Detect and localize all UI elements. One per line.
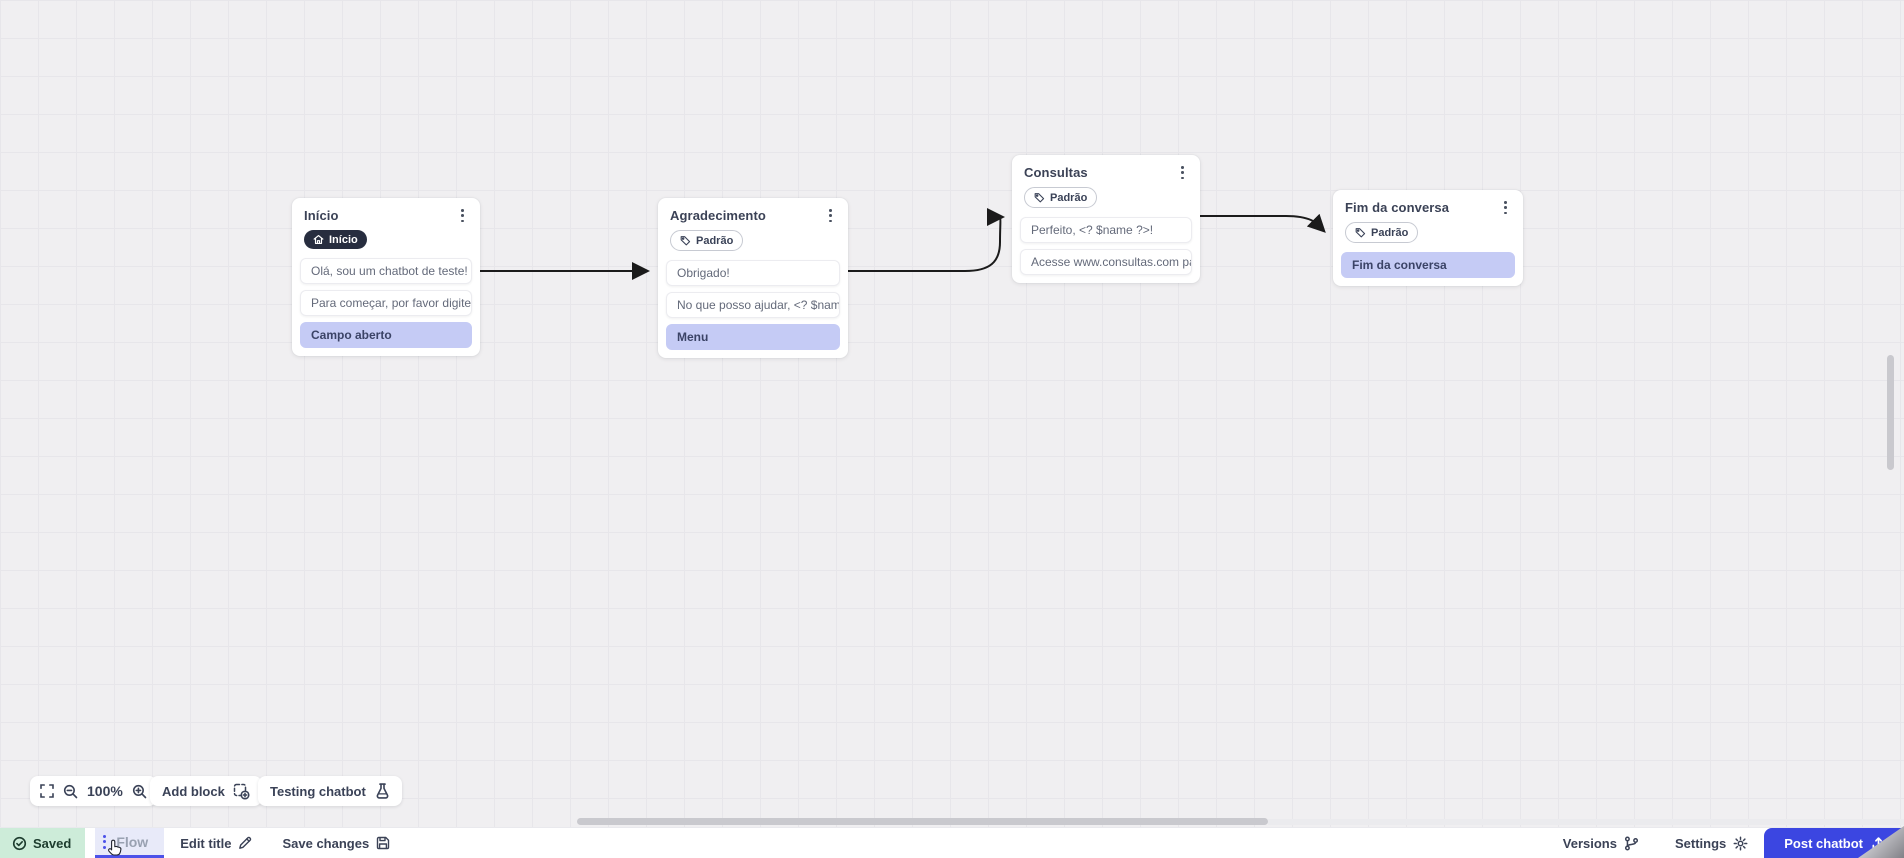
testing-chatbot-label: Testing chatbot — [270, 783, 366, 799]
message-item[interactable]: Perfeito, <? $name ?>! — [1020, 217, 1192, 244]
vertical-scrollbar[interactable] — [1887, 355, 1894, 470]
input-item[interactable]: Menu — [666, 324, 840, 351]
testing-chatbot-button[interactable]: Testing chatbot — [258, 776, 402, 806]
versions-button[interactable]: Versions — [1563, 828, 1639, 858]
message-item[interactable]: Olá, sou um chatbot de teste! — [300, 258, 472, 285]
message-item[interactable]: Para começar, por favor digite o ... — [300, 290, 472, 317]
tag-icon — [1355, 228, 1366, 238]
badge-label: Padrão — [1371, 226, 1409, 239]
tag-icon — [1034, 193, 1045, 203]
connector-edge — [1200, 213, 1326, 233]
flow-node-agradecimento[interactable]: Agradecimento Padrão Obrigado! No que po… — [658, 198, 848, 359]
add-block-button[interactable]: Add block — [150, 776, 262, 806]
saved-label: Saved — [33, 835, 72, 851]
save-changes-label: Save changes — [282, 835, 370, 851]
message-item[interactable]: Obrigado! — [666, 260, 840, 287]
add-block-icon — [233, 783, 250, 800]
statusbar-right-group: Versions Settings Post chatbot — [1563, 828, 1904, 858]
badge-label: Início — [329, 233, 358, 246]
flow-node-consultas[interactable]: Consultas Padrão Perfeito, <? $name ?>! … — [1012, 155, 1200, 284]
zoom-out-icon[interactable] — [63, 784, 78, 799]
node-menu-icon[interactable] — [1177, 164, 1188, 181]
node-title: Agradecimento — [670, 208, 766, 224]
default-badge: Padrão — [670, 230, 744, 252]
input-item[interactable]: Campo aberto — [300, 322, 472, 349]
saved-status-badge: Saved — [0, 828, 86, 858]
versions-label: Versions — [1562, 835, 1617, 851]
default-badge: Padrão — [1345, 222, 1419, 244]
zoom-in-icon[interactable] — [132, 784, 147, 799]
drag-handle-icon[interactable] — [103, 834, 107, 849]
horizontal-scrollbar-track[interactable] — [1268, 819, 1904, 825]
flask-icon — [376, 783, 389, 799]
node-menu-icon[interactable] — [825, 207, 836, 224]
tab-flow[interactable]: Flow — [95, 828, 165, 858]
node-title: Fim da conversa — [1345, 200, 1450, 216]
badge-label: Padrão — [1050, 191, 1088, 204]
message-item[interactable]: No que posso ajudar, <? $name ... — [666, 292, 840, 319]
node-menu-icon[interactable] — [1500, 199, 1511, 216]
connector-edge — [848, 216, 1002, 272]
badge-label: Padrão — [696, 234, 734, 247]
default-badge: Padrão — [1024, 187, 1098, 209]
message-item[interactable]: Acesse www.consultas.com par... — [1020, 249, 1192, 276]
fullscreen-icon[interactable] — [40, 784, 54, 798]
horizontal-scrollbar[interactable] — [577, 818, 1268, 825]
versions-branch-icon — [1624, 836, 1639, 850]
check-circle-icon — [12, 836, 27, 850]
zoom-toolbar: 100% — [30, 776, 157, 806]
status-bar: Saved Flow Edit title Save changes Versi… — [0, 827, 1904, 858]
save-changes-button[interactable]: Save changes — [282, 828, 390, 858]
tag-icon — [680, 236, 691, 246]
node-menu-icon[interactable] — [457, 207, 468, 224]
start-badge: Início — [304, 230, 367, 250]
flow-node-fim-da-conversa[interactable]: Fim da conversa Padrão Fim da conversa — [1333, 190, 1523, 287]
save-icon — [377, 836, 390, 850]
post-chatbot-label: Post chatbot — [1784, 835, 1863, 851]
node-title: Início — [304, 208, 339, 224]
settings-label: Settings — [1674, 835, 1727, 851]
home-icon — [313, 235, 324, 245]
flow-tab-label: Flow — [116, 833, 149, 850]
pencil-icon — [239, 836, 252, 849]
zoom-level: 100% — [87, 783, 123, 799]
edit-title-button[interactable]: Edit title — [180, 828, 252, 858]
node-title: Consultas — [1024, 165, 1088, 181]
gear-icon — [1733, 836, 1748, 850]
add-block-label: Add block — [162, 783, 225, 799]
input-item[interactable]: Fim da conversa — [1341, 252, 1515, 279]
edit-title-label: Edit title — [180, 835, 232, 851]
settings-button[interactable]: Settings — [1675, 828, 1748, 858]
flow-node-inicio[interactable]: Início Início Olá, sou um chatbot de tes… — [292, 198, 480, 357]
